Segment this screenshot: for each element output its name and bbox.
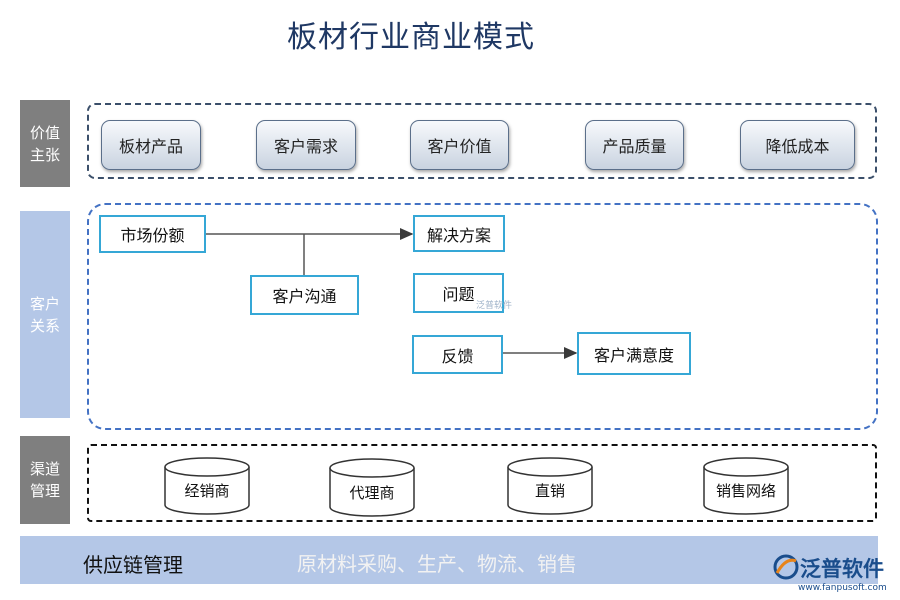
value-item-reduce-cost: 降低成本 bbox=[740, 120, 855, 170]
value-item-customer-needs: 客户需求 bbox=[256, 120, 356, 170]
row-label-channel: 渠道 管理 bbox=[20, 436, 70, 524]
cylinder-agent bbox=[329, 458, 415, 517]
cylinder-sales-network bbox=[703, 457, 789, 515]
cylinder-dealer bbox=[164, 457, 250, 515]
cylinder-direct-sales bbox=[507, 457, 593, 515]
channel-frame bbox=[87, 444, 877, 522]
value-item-board-products: 板材产品 bbox=[101, 120, 201, 170]
channel-direct-sales: 直销 bbox=[534, 481, 565, 500]
value-item-product-quality: 产品质量 bbox=[585, 120, 684, 170]
customer-satisfaction-box: 客户满意度 bbox=[577, 332, 691, 375]
channel-sales-network: 销售网络 bbox=[715, 481, 776, 500]
problem-box: 问题 bbox=[413, 273, 504, 313]
customer-frame bbox=[87, 203, 878, 430]
fanpu-logo-icon bbox=[773, 554, 799, 580]
supply-chain-bar bbox=[20, 536, 878, 584]
customer-communication-box: 客户沟通 bbox=[250, 275, 359, 315]
logo-name: 泛普软件 bbox=[800, 557, 884, 581]
row-label-value: 价值 主张 bbox=[20, 100, 70, 187]
logo-url: www.fanpusoft.com bbox=[798, 583, 887, 593]
watermark: 泛普软件 bbox=[476, 301, 513, 311]
feedback-box: 反馈 bbox=[412, 335, 503, 374]
supply-chain-label: 供应链管理 bbox=[83, 553, 183, 577]
page-title: 板材行业商业模式 bbox=[287, 20, 535, 55]
solution-box: 解决方案 bbox=[413, 215, 505, 252]
value-frame bbox=[87, 103, 877, 179]
value-item-customer-value: 客户价值 bbox=[410, 120, 509, 170]
row-label-customer: 客户 关系 bbox=[20, 211, 70, 418]
channel-agent: 代理商 bbox=[349, 483, 395, 502]
supply-chain-description: 原材料采购、生产、物流、销售 bbox=[297, 552, 577, 576]
channel-dealer: 经销商 bbox=[184, 481, 230, 500]
market-share-box: 市场份额 bbox=[99, 215, 206, 253]
